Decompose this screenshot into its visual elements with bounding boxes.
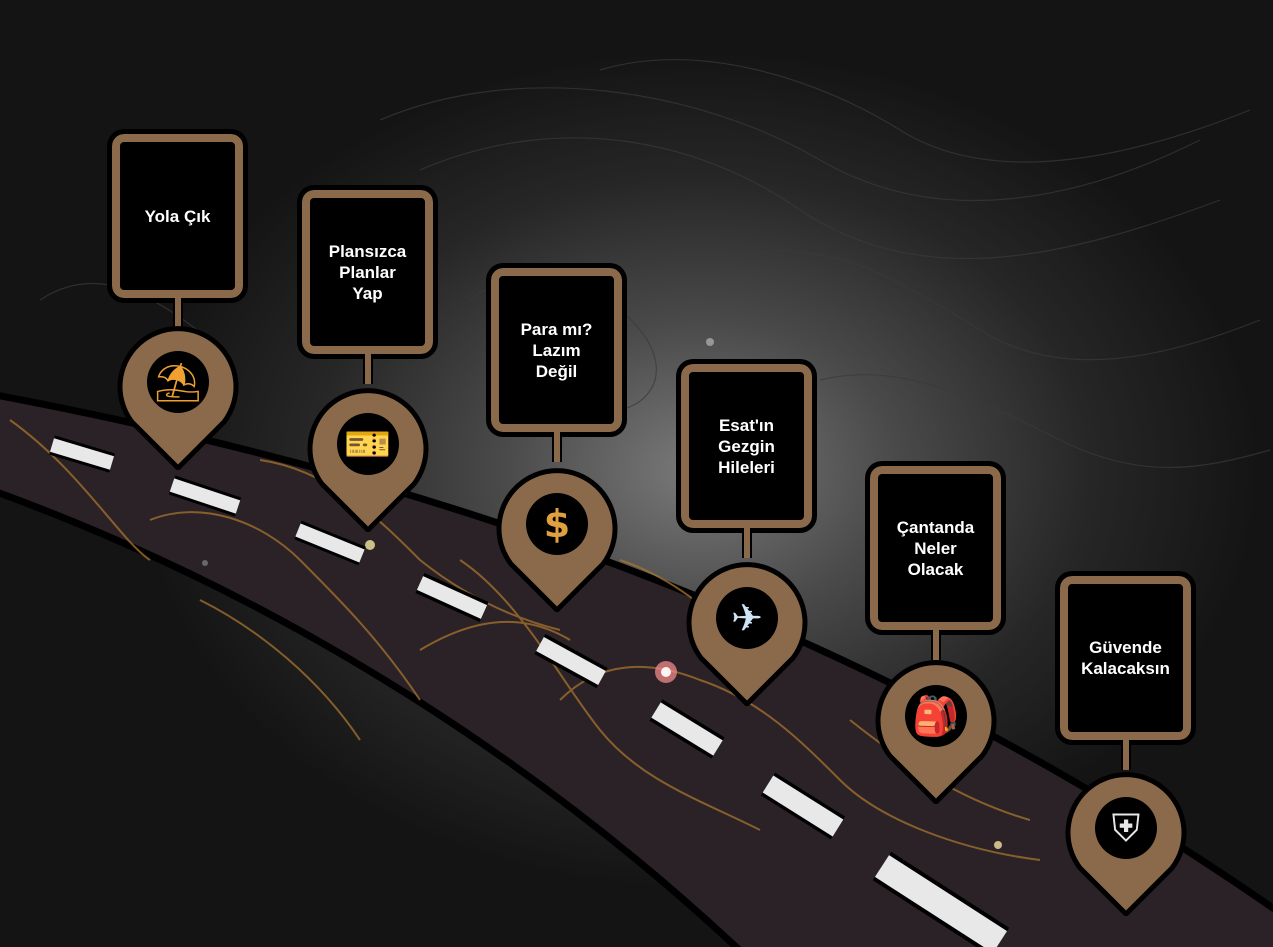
- airplane-icon: ✈: [731, 596, 763, 640]
- step-label: Plansızca Planlar Yap: [328, 241, 407, 303]
- step-pin-6[interactable]: ⛨: [1064, 766, 1188, 916]
- step-label: Yola Çık: [144, 206, 211, 226]
- step-connector: [552, 432, 562, 462]
- step-pin-1[interactable]: ⛱: [116, 320, 240, 470]
- glow-dots: [202, 338, 1002, 849]
- step-card-6[interactable]: Güvende Kalacaksın: [1056, 572, 1195, 744]
- step-label: Çantanda Neler Olacak: [896, 517, 975, 579]
- pin-marker: [875, 660, 997, 804]
- step-card-5[interactable]: Çantanda Neler Olacak: [866, 462, 1005, 634]
- step-pin-4[interactable]: ✈: [685, 556, 809, 706]
- pin-marker: [307, 388, 429, 532]
- step-connector: [931, 630, 941, 660]
- step-connector: [363, 354, 373, 384]
- step-card-3[interactable]: Para mı? Lazım Değil: [487, 264, 626, 436]
- step-pin-5[interactable]: 🎒: [874, 654, 998, 804]
- step-pin-2[interactable]: 🎫: [306, 382, 430, 532]
- pin-marker: [686, 562, 808, 706]
- concert-ticket-icon: 🎫: [344, 422, 392, 466]
- backpack-icon: 🎒: [912, 694, 960, 738]
- step-card-4[interactable]: Esat'ın Gezgin Hileleri: [677, 360, 816, 532]
- beach-umbrella-icon: ⛱: [153, 360, 203, 404]
- step-label: Güvende Kalacaksın: [1081, 638, 1170, 678]
- step-label: Esat'ın Gezgin Hileleri: [718, 415, 775, 477]
- step-pin-3[interactable]: $: [495, 462, 619, 612]
- step-card-2[interactable]: Plansızca Planlar Yap: [298, 186, 437, 358]
- step-label: Para mı? Lazım Değil: [520, 319, 593, 381]
- pin-marker: [117, 326, 239, 470]
- step-connector: [1121, 740, 1131, 770]
- step-connector: [173, 298, 183, 328]
- shield-icon: ⛨: [1111, 806, 1141, 850]
- step-card-1[interactable]: Yola Çık: [108, 130, 247, 302]
- lane-markings: [49, 435, 1010, 947]
- pin-marker: [496, 468, 618, 612]
- money-bag-icon: $: [543, 502, 571, 546]
- pin-marker: [1065, 772, 1187, 916]
- step-connector: [742, 528, 752, 558]
